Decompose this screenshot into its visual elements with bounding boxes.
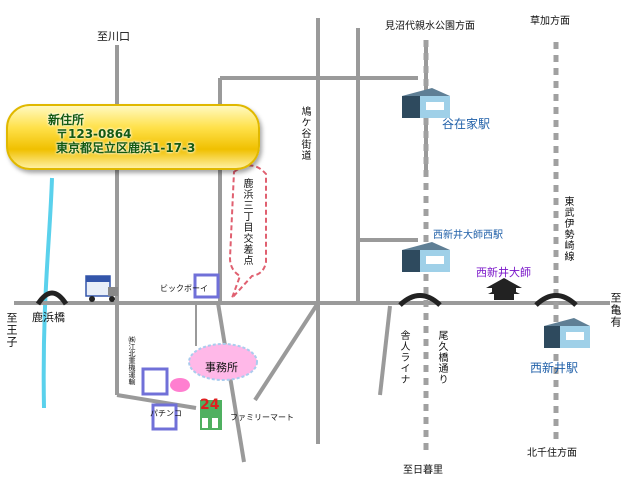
- familymart-sign: 24: [200, 397, 220, 413]
- truck-icon: [85, 275, 118, 302]
- office-marker: [170, 378, 190, 392]
- to-oji-label: 至王子: [5, 312, 18, 348]
- office-label: 事務所: [205, 361, 238, 374]
- bridges: [35, 290, 578, 307]
- shikahama-bridge-icon: [35, 290, 69, 306]
- to-kameari-label: 至亀有: [609, 292, 622, 328]
- nishiarai-daishi-nishi-label: 西新井大師西駅: [433, 230, 503, 241]
- yazaike-station-label: 谷在家駅: [442, 117, 491, 131]
- address-postal: 〒123-0864: [56, 127, 132, 141]
- road-lower-diagonal: [253, 301, 320, 402]
- nishiarai-bridge-east-icon: [534, 293, 578, 307]
- office-bubble: [188, 343, 258, 381]
- okubashi-street: [378, 305, 392, 396]
- nishiarai-bridge-west-icon: [398, 293, 442, 307]
- pachinko-box: [151, 403, 178, 431]
- road-shikahama-lower: [216, 302, 246, 463]
- familymart-icon: [200, 400, 222, 430]
- address-street: 東京都足立区鹿浜1-17-3: [56, 141, 196, 155]
- tobu-isesaki-label: 東武伊勢崎線: [562, 196, 573, 262]
- shikahama-crossing-label: 鹿浜三丁目交差点: [241, 178, 252, 266]
- nishiarai-station-icon: [544, 318, 590, 348]
- hatogaya-road-label: 鳩ケ谷街道: [299, 106, 310, 161]
- to-kitasenju-label: 北千住方面: [527, 448, 577, 459]
- familymart-label: ファミリーマート: [230, 413, 294, 422]
- to-kawaguchi-label: 至川口: [97, 30, 130, 43]
- koukita-box: [141, 367, 169, 396]
- koukita-label: ㈱江北重機運輸: [128, 336, 136, 385]
- shikahama-bridge-label: 鹿浜橋: [32, 311, 65, 324]
- to-minumadai-label: 見沼代親水公園方面: [385, 21, 475, 32]
- address-banner: 新住所 〒123-0864 東京都足立区鹿浜1-17-3: [6, 104, 260, 170]
- crossing-callout: [228, 164, 267, 299]
- nishiarai-station-label: 西新井駅: [530, 361, 579, 375]
- road-lower-left: [116, 393, 197, 410]
- big-boy-box: [193, 273, 220, 299]
- big-boy-label: ビックボーイ: [160, 284, 208, 293]
- roads: [14, 18, 610, 463]
- toneri-liner-label: 舎人ライナ: [398, 330, 409, 385]
- nishiarai-daishi-nishi-station-icon: [402, 242, 450, 272]
- to-nippori-label: 至日暮里: [403, 465, 443, 476]
- address-title: 新住所: [48, 113, 85, 127]
- temple-icon: [486, 278, 522, 300]
- yazaike-station-icon: [402, 88, 450, 118]
- pachinko-label: パチンコ: [150, 409, 182, 418]
- nishiarai-daishi-label: 西新井大師: [476, 266, 531, 279]
- okubashi-street-label: 尾久橋通り: [436, 330, 447, 385]
- river: [41, 177, 54, 409]
- to-soka-label: 草加方面: [530, 16, 570, 27]
